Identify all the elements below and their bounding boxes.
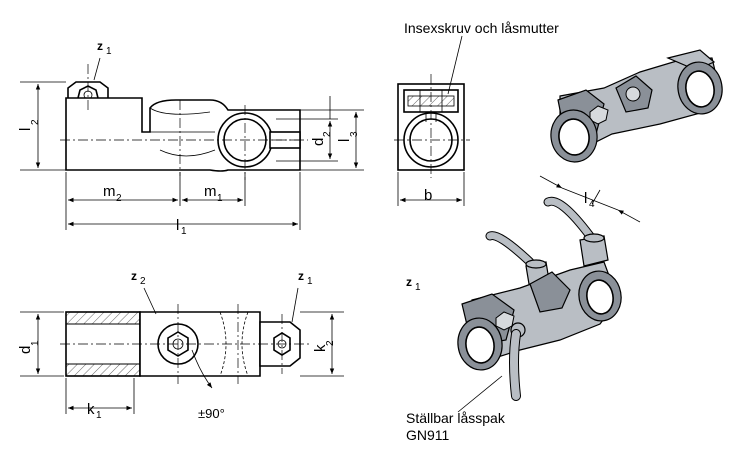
label-l1: l <box>176 217 179 234</box>
label-l2: l <box>17 128 34 131</box>
iso-view-clamp <box>550 49 723 163</box>
label-z1-top: z <box>97 39 103 53</box>
label-rotation: ±90° <box>198 406 225 421</box>
label-b: b <box>424 187 432 204</box>
label-l4-sub: 4 <box>589 199 595 210</box>
label-k2-sub: 2 <box>325 340 336 346</box>
label-l4: l <box>584 190 587 207</box>
note-screw: Insexskruv och låsmutter <box>404 20 559 36</box>
label-d2-sub: 2 <box>322 131 333 137</box>
label-z2-plan-sub: 2 <box>140 276 146 287</box>
plan-view <box>20 287 344 414</box>
label-k1-sub: 1 <box>96 410 102 421</box>
label-l3: l <box>336 139 353 142</box>
label-l2-sub: 2 <box>30 119 41 125</box>
label-k1: k <box>87 401 95 418</box>
label-l3-sub: 3 <box>349 131 360 137</box>
label-d1: d <box>17 346 34 354</box>
label-m1-sub: 1 <box>217 193 223 204</box>
label-d1-sub: 1 <box>30 340 41 346</box>
label-l1-sub: 1 <box>181 226 187 237</box>
iso-view-levers <box>457 175 641 413</box>
note-lever-line1: Ställbar låsspak <box>406 410 506 426</box>
label-m2: m <box>103 183 116 200</box>
label-z1-plan-sub: 1 <box>307 276 313 287</box>
labels: z 1 l 2 d 2 l 3 m 2 m 1 l 1 b Insexskruv… <box>17 20 595 443</box>
side-view <box>20 57 364 230</box>
label-z1-mid: z <box>406 275 412 289</box>
label-m2-sub: 2 <box>116 193 122 204</box>
note-lever-line2: GN911 <box>406 427 450 443</box>
label-d2: d <box>310 138 327 146</box>
label-k2: k <box>312 344 329 352</box>
front-view <box>394 35 470 206</box>
label-z1-plan: z <box>298 269 304 283</box>
label-z1-mid-sub: 1 <box>415 282 421 293</box>
label-z1-top-sub: 1 <box>106 46 112 57</box>
label-z2-plan: z <box>131 269 137 283</box>
label-m1: m <box>204 183 217 200</box>
